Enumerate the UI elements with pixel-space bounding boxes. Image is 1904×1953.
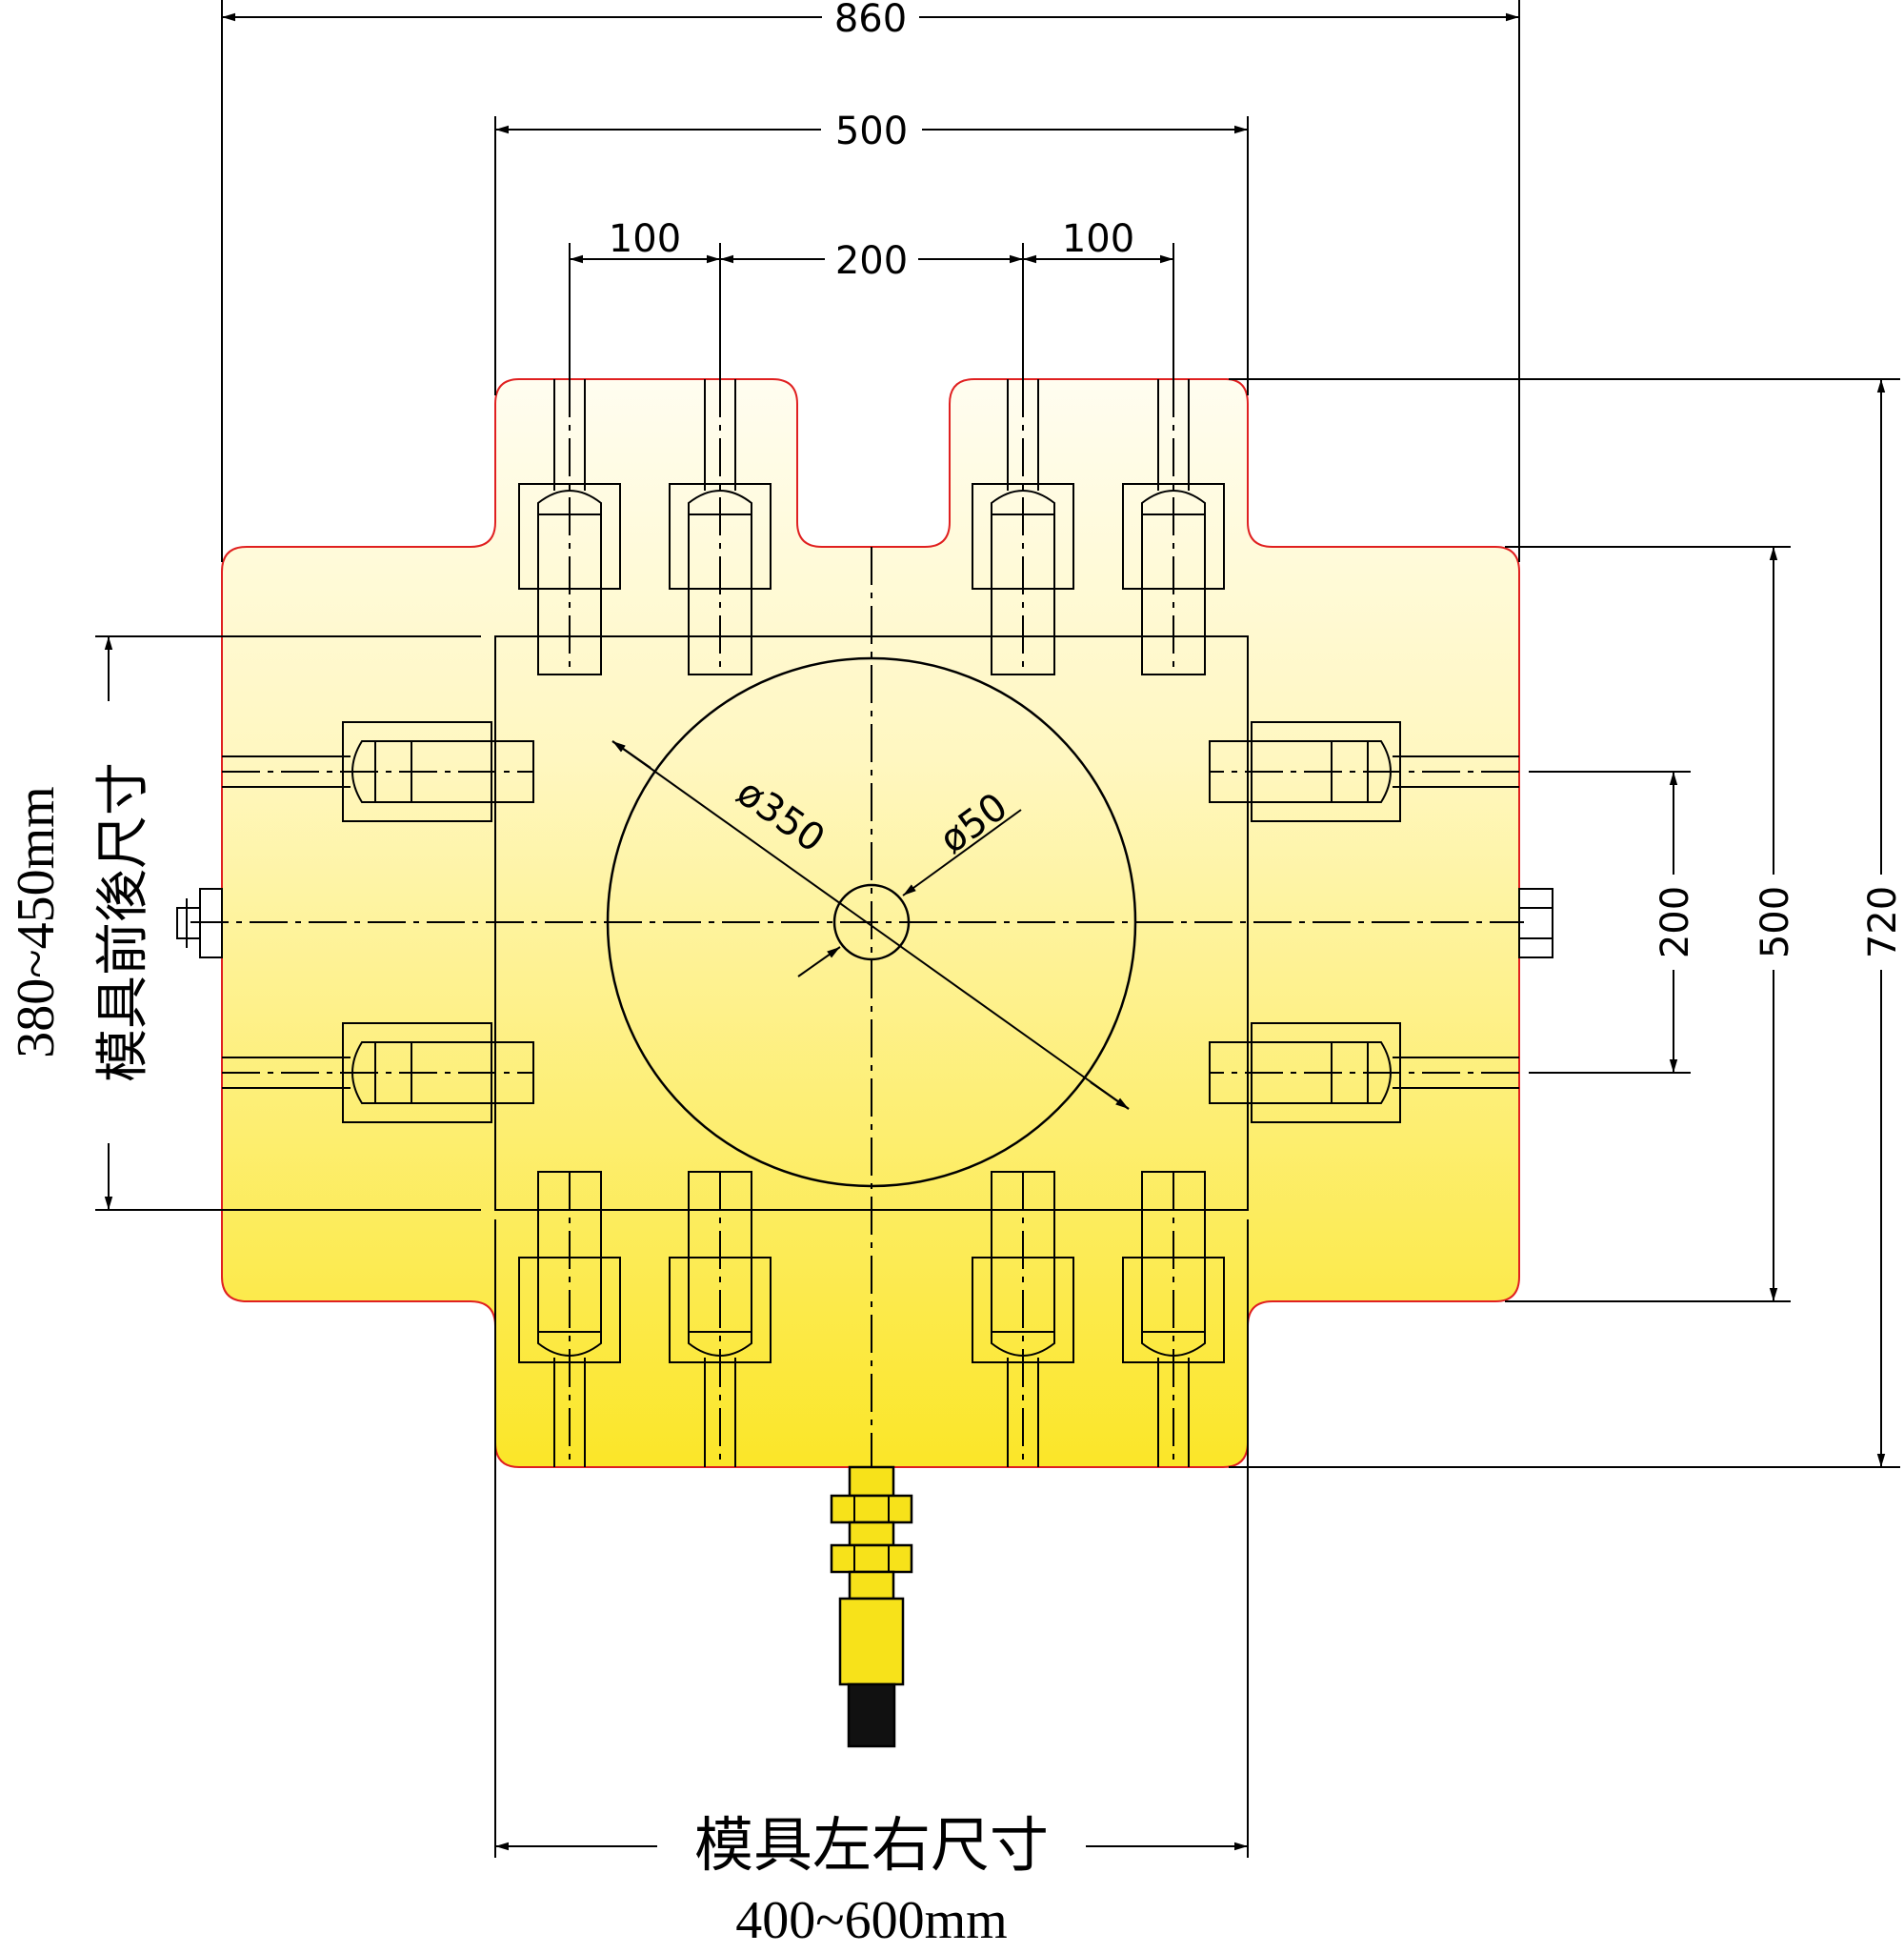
dim-200-top: 200: [720, 239, 1023, 283]
mold-front-back-title: 模具前後尺寸: [94, 762, 153, 1082]
mold-left-right-range: 400~600mm: [735, 1891, 1007, 1950]
right-stud: [1518, 888, 1553, 958]
dim-100-right: 100: [1023, 217, 1173, 264]
clamp-top-1: [518, 379, 621, 675]
dim-200-right-label: 200: [1653, 886, 1697, 958]
mold-left-right-title: 模具左右尺寸: [694, 1814, 1049, 1879]
clamp-left-1: [222, 721, 534, 822]
dim-860: 860: [222, 0, 1519, 41]
dim-500-top: 500: [495, 110, 1248, 153]
clamp-right-1: [1209, 721, 1519, 822]
dim-720-label: 720: [1861, 886, 1904, 958]
dim-500-right: 500: [1754, 547, 1797, 1301]
clamp-top-2: [669, 379, 772, 675]
clamp-right-2: [1209, 1022, 1519, 1123]
dim-mold-left-right: 模具左右尺寸 400~600mm: [495, 1814, 1248, 1950]
left-stud: [176, 888, 223, 958]
dim-100-left: 100: [570, 217, 720, 264]
dim-720: 720: [1861, 379, 1904, 1467]
clamp-top-4: [1122, 379, 1225, 675]
dim-100-left-label: 100: [609, 217, 681, 261]
clamp-bottom-3: [972, 1171, 1074, 1467]
dim-500-top-label: 500: [835, 110, 908, 153]
mold-front-back-range: 380~450mm: [7, 786, 66, 1057]
hydraulic-connector: [830, 1465, 913, 1748]
dim-200-right: 200: [1653, 772, 1697, 1073]
clamp-left-2: [222, 1022, 534, 1123]
dim-100-right-label: 100: [1062, 217, 1134, 261]
extension-lines: [95, 0, 1900, 1858]
clamp-bottom-1: [518, 1171, 621, 1467]
clamp-top-3: [972, 379, 1074, 675]
dim-mold-front-back: 模具前後尺寸 380~450mm: [7, 636, 153, 1210]
dim-500-right-label: 500: [1754, 886, 1797, 958]
clamp-bottom-2: [669, 1171, 772, 1467]
clamp-bottom-4: [1122, 1171, 1225, 1467]
dim-860-label: 860: [834, 0, 907, 41]
dim-200-top-label: 200: [835, 239, 908, 283]
